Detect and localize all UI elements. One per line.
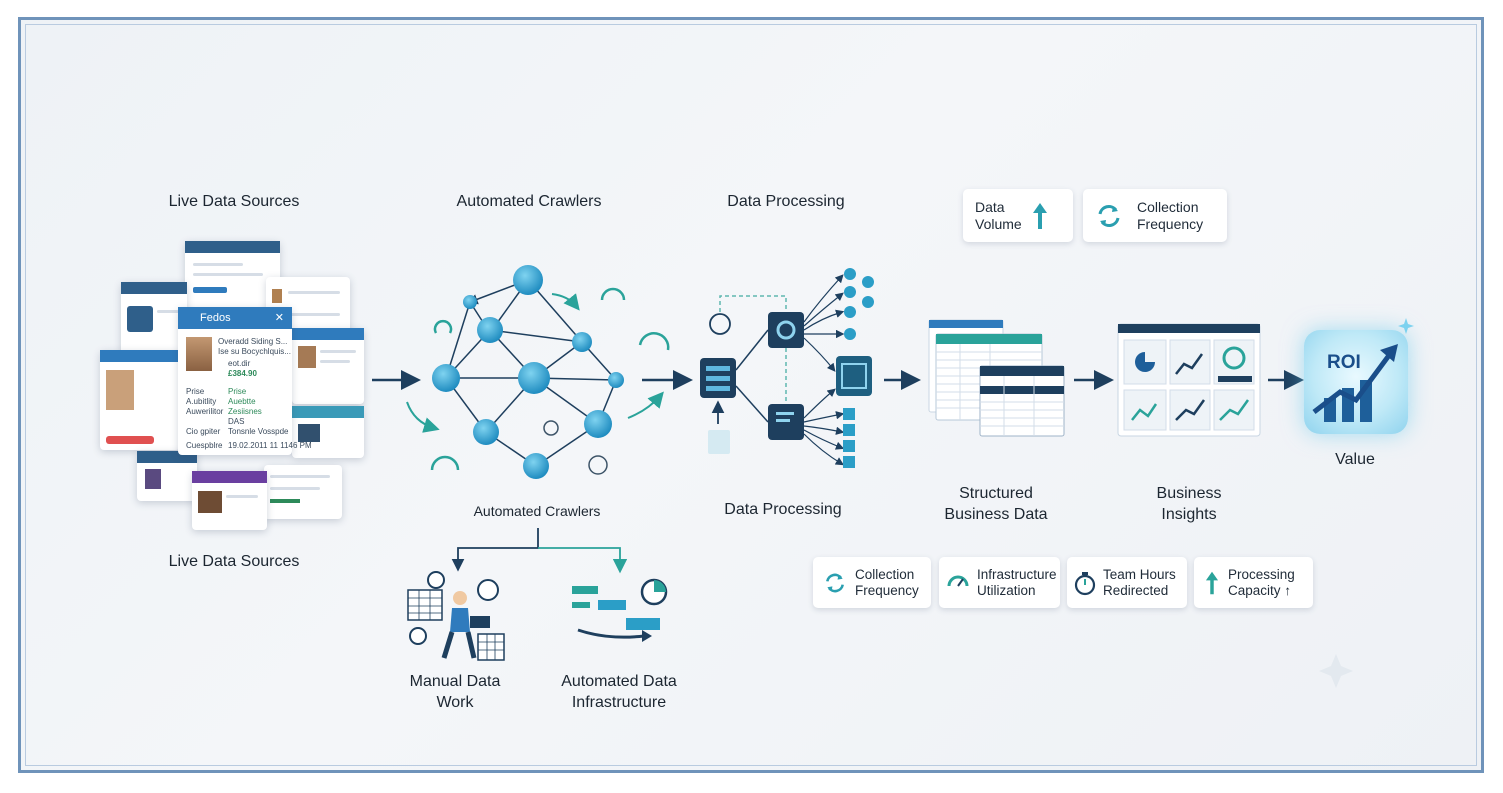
row-key-5: Cuespblre — [186, 441, 223, 450]
source-card-main-title: Fedos — [200, 312, 231, 324]
business-insights-caption: Business Insights — [1156, 485, 1222, 523]
sparkle-icon — [1398, 318, 1414, 334]
source-card-8 — [264, 465, 342, 519]
row-val-3: Zesiisnes — [228, 407, 262, 416]
chip-collection-frequency-top: Collection Frequency — [1083, 189, 1227, 242]
curved-arrow — [406, 401, 440, 433]
crawler-node — [432, 364, 460, 392]
crawler-node — [518, 362, 550, 394]
chip-collection-frequency-bottom-label: Collection Frequency — [855, 566, 919, 598]
product-price: £384.90 — [228, 369, 257, 378]
row-extra: DAS — [228, 417, 245, 426]
structured-data-caption: Structured Business Data — [944, 485, 1048, 523]
row-key-1: Prise — [186, 387, 205, 396]
chip-collection-frequency-top-label: Collection Frequency — [1137, 198, 1204, 232]
clock-icon — [543, 420, 559, 436]
crawlers-caption: Automated Crawlers — [473, 503, 601, 519]
product-line-2: Ise su Bocychlquis... — [218, 347, 291, 356]
manual-data-work-label: Manual Data Work — [409, 673, 501, 711]
chip-team-hours: Team Hours Redirected — [1067, 557, 1187, 608]
roi-label: ROI — [1327, 352, 1361, 373]
clock-icon — [709, 313, 731, 335]
crawler-node — [513, 265, 543, 295]
crawler-network-nodes — [432, 265, 624, 479]
chip-team-hours-label: Team Hours Redirected — [1103, 566, 1176, 598]
sparkle-icon — [1319, 654, 1353, 688]
automated-infrastructure-illustration — [572, 578, 668, 642]
processing-title: Data Processing — [727, 193, 845, 210]
table-icon — [836, 356, 872, 396]
row-val-5: 19.02.2011 11 1146 PM — [228, 441, 312, 450]
trend-chart-icon — [1175, 399, 1206, 421]
row-val-2: Auebtte — [228, 397, 256, 406]
refresh-icon — [1098, 204, 1120, 227]
processing-caption: Data Processing — [724, 501, 842, 518]
source-card-2 — [121, 282, 187, 354]
person-head — [453, 591, 467, 605]
row-val-1: Prise — [228, 387, 247, 396]
trend-chart-icon — [1131, 403, 1158, 421]
clock-icon — [427, 571, 445, 589]
automated-data-infrastructure-label: Automated Data Infrastructure — [561, 673, 677, 711]
chip-collection-frequency-bottom: Collection Frequency — [813, 557, 931, 608]
close-icon: ✕ — [274, 312, 284, 324]
row-key-4: Cio gpiter — [186, 427, 221, 436]
row-key-2: A.ubitlity — [186, 397, 217, 406]
crawler-node — [523, 453, 549, 479]
arrow-up-icon — [1205, 571, 1219, 594]
list-icon — [708, 430, 730, 454]
gauge-icon — [947, 575, 969, 587]
roi-growth-icon — [1312, 344, 1398, 422]
stopwatch-icon — [1074, 571, 1096, 595]
trend-chart-icon — [1175, 353, 1204, 375]
crawler-node — [477, 317, 503, 343]
source-card-9 — [192, 471, 267, 530]
branch-arrow-automated — [538, 547, 628, 574]
product-sub: eot.dir — [228, 359, 251, 368]
clock-icon — [588, 455, 608, 475]
stopwatch-icon — [477, 579, 499, 601]
gauge-icon — [1222, 346, 1246, 370]
chip-data-volume-label: Data Volume — [975, 198, 1022, 232]
product-line-1: Overadd Siding S... — [218, 337, 288, 346]
source-card-5 — [292, 328, 364, 404]
manual-work-illustration — [407, 571, 505, 661]
crawler-node — [584, 410, 612, 438]
source-card-6 — [292, 406, 364, 458]
source-card-1 — [185, 241, 280, 311]
clock-icon — [409, 627, 427, 645]
source-card-main: Fedos ✕ Overadd Siding S... Ise su Bocyc… — [178, 307, 312, 455]
crawler-node — [473, 419, 499, 445]
crawlers-title: Automated Crawlers — [456, 193, 602, 210]
curved-arrow — [627, 391, 664, 419]
chip-infrastructure-utilization-label: Infrastructure Utilization — [977, 566, 1057, 598]
spreadsheet-icon — [928, 319, 1065, 437]
row-val-4: Tonsnle Vosspde — [228, 427, 289, 436]
gears-icon — [768, 312, 804, 348]
value-caption: Value — [1335, 451, 1375, 468]
trend-chart-icon — [1219, 399, 1250, 421]
crawler-node — [463, 295, 477, 309]
row-key-3: Auwerilitor — [186, 407, 224, 416]
refresh-icon — [826, 573, 844, 592]
person-body — [450, 608, 470, 632]
crawler-node — [572, 332, 592, 352]
live-sources-title: Live Data Sources — [168, 193, 300, 210]
processing-block — [700, 268, 874, 468]
diagram-frame-inner — [25, 24, 1477, 766]
chip-processing-capacity-label: Processing Capacity ↑ — [1228, 566, 1295, 598]
arrow-up-icon — [1032, 202, 1047, 229]
refresh-icon — [430, 287, 670, 471]
pie-chart-icon — [1135, 352, 1155, 372]
chip-data-volume: Data Volume — [963, 189, 1073, 242]
curved-arrow — [551, 293, 580, 311]
chip-infrastructure-utilization: Infrastructure Utilization — [939, 557, 1060, 608]
dashboard-icon — [1117, 323, 1261, 437]
crawler-node — [608, 372, 624, 388]
live-sources-caption: Live Data Sources — [168, 553, 300, 570]
chip-processing-capacity: Processing Capacity ↑ — [1194, 557, 1313, 608]
branch-arrow-manual — [451, 528, 539, 572]
source-card-4 — [100, 350, 180, 450]
